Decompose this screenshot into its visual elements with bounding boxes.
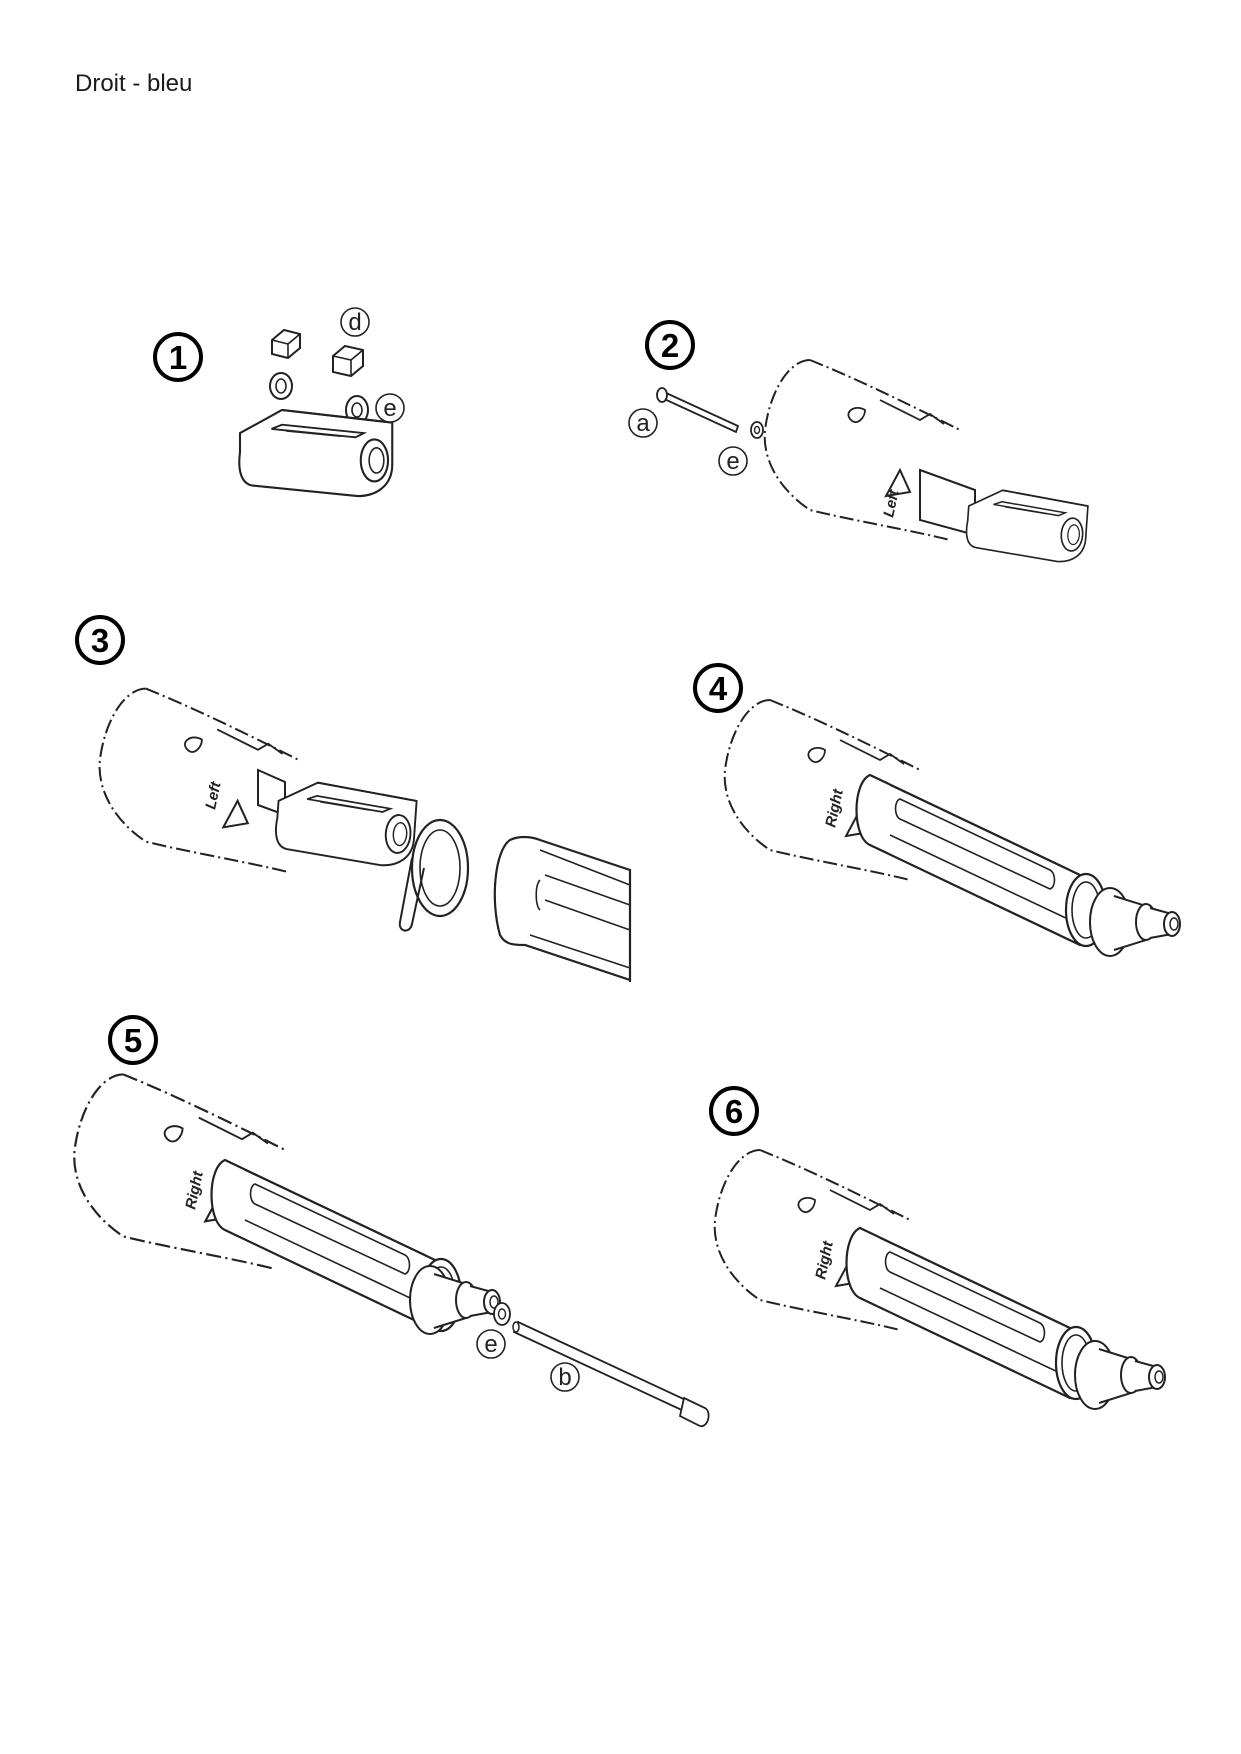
callout-label: e [383, 395, 396, 422]
step-badge [693, 663, 743, 713]
callout-label: e [726, 448, 739, 475]
callout-b [550, 1362, 580, 1392]
adapter-block [272, 779, 419, 869]
washer-left [269, 372, 293, 400]
callout-a [628, 408, 658, 438]
step-number-2: 2 [661, 327, 679, 364]
washer-e [493, 1302, 511, 1326]
end-cap [1089, 887, 1181, 957]
step-5: 5 Right e b [73, 1015, 710, 1427]
step-badge [709, 1086, 759, 1136]
hex-nut-right [332, 344, 364, 378]
step-number-1: 1 [169, 339, 187, 376]
step-2: 2 Left a e [628, 320, 1090, 565]
callout-label: b [558, 1364, 571, 1391]
callout-label: e [484, 1331, 497, 1358]
lanyard-ring [398, 818, 470, 932]
step-badge [108, 1015, 158, 1065]
end-cap [1074, 1340, 1166, 1410]
step-badge [75, 615, 125, 665]
step-6: 6 Right [709, 1086, 1166, 1410]
callout-label: d [348, 309, 361, 336]
page-title: Droit - bleu [75, 70, 193, 97]
step-4: 4 Right [693, 663, 1181, 957]
hex-nut-left [271, 328, 301, 360]
callout-d [340, 307, 370, 337]
adapter-block [963, 487, 1090, 565]
callout-e [718, 446, 748, 476]
brand-mark: Left [202, 779, 225, 810]
step-number-5: 5 [124, 1022, 142, 1059]
pin-a [656, 387, 740, 434]
pin-b [512, 1320, 710, 1427]
callout-e [476, 1329, 506, 1359]
brand-mark: Left [880, 487, 903, 518]
washer-e [750, 421, 764, 439]
step-badge [153, 332, 203, 382]
callout-e [375, 393, 405, 423]
step-1: 1 d e [153, 307, 405, 498]
step-number-6: 6 [725, 1093, 743, 1130]
ribbed-sleeve-partial [493, 835, 632, 982]
step-number-4: 4 [709, 670, 728, 707]
step-3: 3 Left [75, 615, 632, 982]
step-number-3: 3 [91, 622, 109, 659]
callout-label: a [636, 410, 650, 437]
step-badge [645, 320, 695, 370]
adapter-block [238, 408, 394, 498]
